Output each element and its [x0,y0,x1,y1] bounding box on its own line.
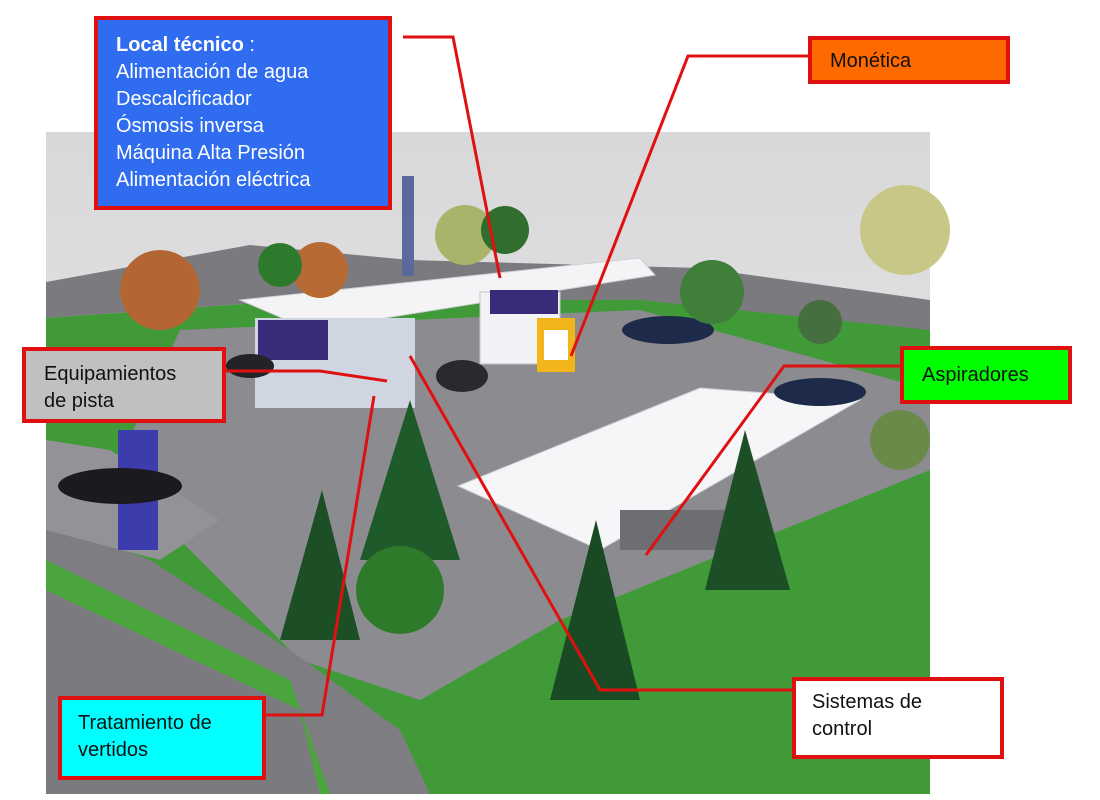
sistemas-line: Sistemas de [812,691,923,713]
callout-line-aspiradores [644,364,900,556]
sistemas-line: control [812,718,873,740]
local-tecnico-item: Máquina Alta Presión [116,142,306,164]
equipamientos-label: Equipamientos de pista [22,347,226,423]
local-tecnico-item: Alimentación de agua [116,61,309,83]
monetica-text: Monética [830,50,912,72]
conifer-3 [550,520,640,700]
local-tecnico-item: Alimentación eléctrica [116,169,311,191]
tree-right-mid [680,260,744,324]
local-tecnico-title-line: Local técnico : [116,32,388,59]
vacuum-canopy-roof [456,387,862,551]
tree-green-back [258,243,302,287]
tree-orange-mid [292,242,348,298]
tratamiento-line: vertidos [78,739,149,761]
local-tecnico-item: Descalcificador [116,88,252,110]
car-5 [226,354,274,378]
local-tecnico-title: Local técnico [116,34,244,56]
equipamientos-line: de pista [44,390,115,412]
tratamiento-label: Tratamiento de vertidos [58,696,266,780]
tratamiento-line: Tratamiento de [78,712,212,734]
tall-sign-post [402,176,414,276]
callout-line-equipamientos [226,369,388,383]
wash-bay-sign [258,320,328,360]
tree-willow [435,205,495,265]
payment-kiosk-screen [544,330,568,360]
callout-line-monetica [569,54,808,357]
tree-orange-left [120,250,200,330]
local-tecnico-item: Ósmosis inversa [116,115,264,137]
equipamientos-line: Equipamientos [44,363,177,385]
tree-willow-right [860,185,950,275]
shrub-right [870,410,930,470]
aspiradores-label: Aspiradores [900,346,1072,404]
tree-right-small [798,300,842,344]
conifer-4 [705,430,790,590]
monetica-label: Monética [808,36,1010,84]
callout-lines [226,35,900,717]
local-tecnico-label: Local técnico : Alimentación de agua Des… [94,16,392,210]
car-2 [436,360,488,392]
sistemas-label: Sistemas de control [792,677,1004,759]
technical-room-sign [490,290,558,314]
callout-line-tratamiento [266,395,376,717]
tree-round-front [356,546,444,634]
aspiradores-text: Aspiradores [922,364,1029,386]
callout-line-local [403,35,502,279]
conifer-1 [360,400,460,560]
car-3 [774,378,866,406]
local-tecnico-title-suffix: : [243,34,255,56]
callout-line-sistemas [408,355,792,692]
car-1 [622,316,714,344]
car-4 [58,468,182,504]
